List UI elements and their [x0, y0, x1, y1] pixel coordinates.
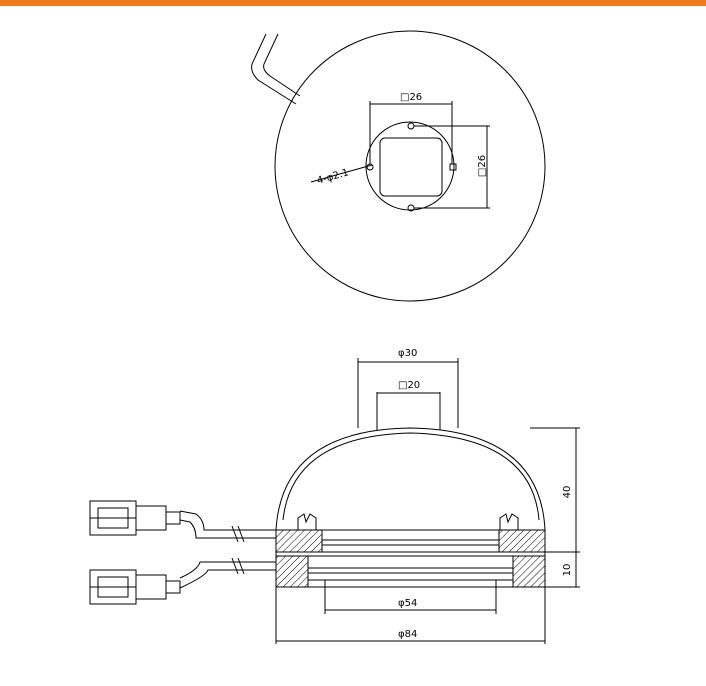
top-view: [251, 30, 546, 302]
clip-left: [297, 513, 317, 530]
top-square-width-label: □26: [400, 92, 422, 103]
mounting-hole-left: [366, 163, 374, 171]
top-view-cable-edge: [263, 33, 301, 97]
cable-upper-edge: [179, 519, 276, 539]
hatch-right-upper: [498, 529, 546, 553]
mounting-hole-top: [407, 122, 415, 130]
top-accent-bar: [0, 0, 706, 6]
height-label: 40: [562, 486, 573, 499]
clip-right: [499, 513, 519, 530]
top-view-dimensions: □26 □26 4-φ2.1: [316, 92, 488, 187]
inner-square-label: □20: [398, 380, 420, 391]
hatch-left-upper: [275, 529, 323, 553]
hatch-left-lower: [275, 555, 309, 588]
dome-inner-outline: [282, 432, 540, 521]
dome-outline: [275, 427, 546, 531]
top-view-cable: [251, 33, 297, 105]
top-view-inner-circle: [365, 121, 455, 211]
top-view-outer-circle: [274, 30, 546, 302]
cable-lower: [179, 561, 276, 579]
top-diameter-label: φ30: [398, 348, 417, 359]
top-view-square-opening: [379, 137, 443, 197]
section-view-dimensions: φ30 □20 40 10 φ54 φ84: [398, 348, 573, 640]
connector-lower: [89, 569, 181, 605]
section-view: [89, 358, 580, 644]
base-height-label: 10: [562, 564, 573, 577]
mounting-hole-right: [449, 163, 457, 171]
connector-upper: [89, 500, 181, 536]
outer-diameter-label: φ84: [398, 629, 417, 640]
top-holes-label: 4-φ2.1: [316, 167, 350, 187]
hatch-right-lower: [512, 555, 546, 588]
cable-lower-edge: [179, 569, 276, 589]
top-square-height-label: □26: [477, 155, 488, 177]
cable-upper: [179, 510, 276, 531]
bottom-inner-diameter-label: φ54: [398, 598, 417, 609]
